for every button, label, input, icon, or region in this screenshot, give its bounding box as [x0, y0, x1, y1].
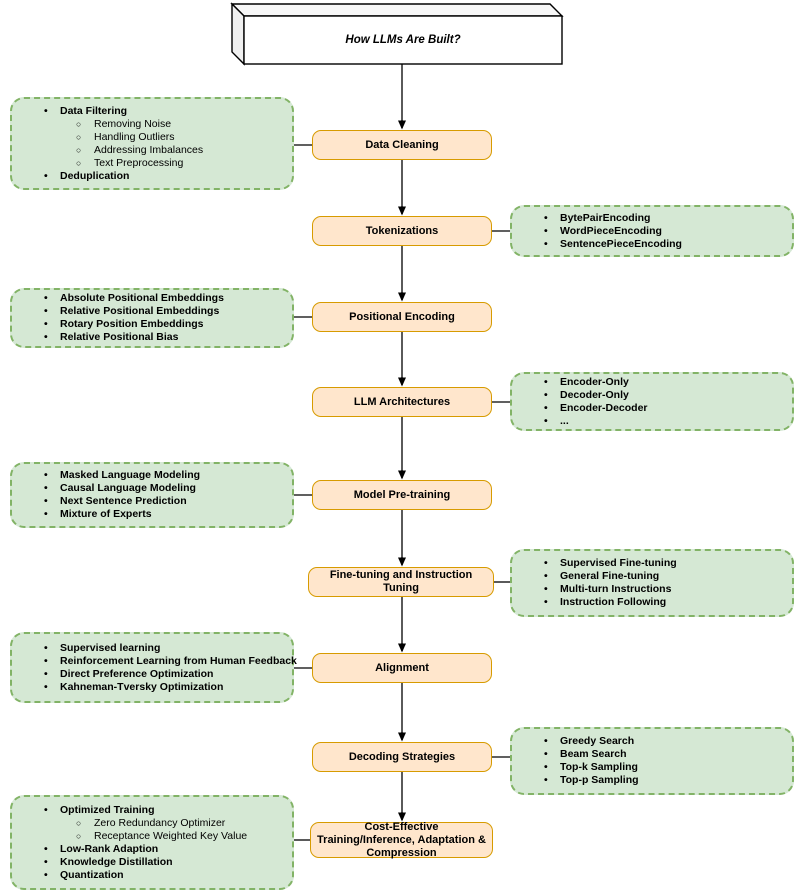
list-item: Encoder-Decoder — [520, 402, 784, 415]
list-item: Multi-turn Instructions — [520, 583, 784, 596]
list-item: Encoder-Only — [520, 376, 784, 389]
diagram-title: How LLMs Are Built? — [345, 34, 461, 46]
list-item: Top-p Sampling — [520, 774, 784, 787]
list-item: Beam Search — [520, 748, 784, 761]
node-fine-tuning: Fine-tuning and Instruction Tuning — [308, 567, 494, 597]
list-item: Absolute Positional Embeddings — [20, 292, 284, 305]
list-item: Greedy Search — [520, 735, 784, 748]
list-item: General Fine-tuning — [520, 570, 784, 583]
list-item: Data Filtering — [20, 105, 284, 118]
title-cube — [230, 2, 564, 66]
list-item: Low-Rank Adaption — [20, 843, 284, 856]
list-item: Causal Language Modeling — [20, 482, 284, 495]
list-item: Next Sentence Prediction — [20, 495, 284, 508]
list-item: Supervised learning — [20, 642, 284, 655]
list-item: Kahneman-Tversky Optimization — [20, 681, 284, 694]
list-item: Top-k Sampling — [520, 761, 784, 774]
list-item: SentencePieceEncoding — [520, 238, 784, 251]
list-item: Removing Noise — [20, 118, 284, 131]
list-item: BytePairEncoding — [520, 212, 784, 225]
panel-connectors — [294, 144, 510, 841]
list-item: Supervised Fine-tuning — [520, 557, 784, 570]
panel-llm-architectures: Encoder-Only Decoder-Only Encoder-Decode… — [510, 372, 794, 431]
node-positional-encoding: Positional Encoding — [312, 302, 492, 332]
list-item: Decoder-Only — [520, 389, 784, 402]
panel-model-pre-training: Masked Language Modeling Causal Language… — [10, 462, 294, 528]
list-item: ... — [520, 415, 784, 428]
panel-fine-tuning: Supervised Fine-tuning General Fine-tuni… — [510, 549, 794, 617]
list-item: Reinforcement Learning from Human Feedba… — [20, 655, 297, 668]
node-tokenizations: Tokenizations — [312, 216, 492, 246]
panel-decoding-strategies: Greedy Search Beam Search Top-k Sampling… — [510, 727, 794, 795]
list-item: Addressing Imbalances — [20, 144, 284, 157]
list-item: Relative Positional Embeddings — [20, 305, 284, 318]
list-item: Mixture of Experts — [20, 508, 284, 521]
node-cost-effective: Cost-Effective Training/Inference, Adapt… — [310, 821, 493, 859]
node-decoding-strategies: Decoding Strategies — [312, 742, 492, 772]
list-item: Relative Positional Bias — [20, 331, 284, 344]
node-llm-architectures: LLM Architectures — [312, 387, 492, 417]
list-item: Deduplication — [20, 170, 284, 183]
panel-positional-encoding: Absolute Positional Embeddings Relative … — [10, 288, 294, 348]
list-item: Direct Preference Optimization — [20, 668, 284, 681]
list-item: Handling Outliers — [20, 131, 284, 144]
list-item: Text Preprocessing — [20, 157, 284, 170]
list-item: Quantization — [20, 869, 284, 882]
panel-cost-effective: Optimized Training Zero Redundancy Optim… — [10, 795, 294, 890]
panel-alignment: Supervised learning Reinforcement Learni… — [10, 632, 297, 703]
list-item: Masked Language Modeling — [20, 469, 284, 482]
list-item: Rotary Position Embeddings — [20, 318, 284, 331]
list-item: Optimized Training — [20, 804, 284, 817]
panel-tokenizations: BytePairEncoding WordPieceEncoding Sente… — [510, 205, 794, 257]
node-data-cleaning: Data Cleaning — [312, 130, 492, 160]
list-item: Receptance Weighted Key Value — [20, 830, 284, 843]
list-item: Instruction Following — [520, 596, 784, 609]
list-item: WordPieceEncoding — [520, 225, 784, 238]
panel-data-cleaning: Data Filtering Removing Noise Handling O… — [10, 97, 294, 190]
node-model-pre-training: Model Pre-training — [312, 480, 492, 510]
list-item: Knowledge Distillation — [20, 856, 284, 869]
node-alignment: Alignment — [312, 653, 492, 683]
list-item: Zero Redundancy Optimizer — [20, 817, 284, 830]
